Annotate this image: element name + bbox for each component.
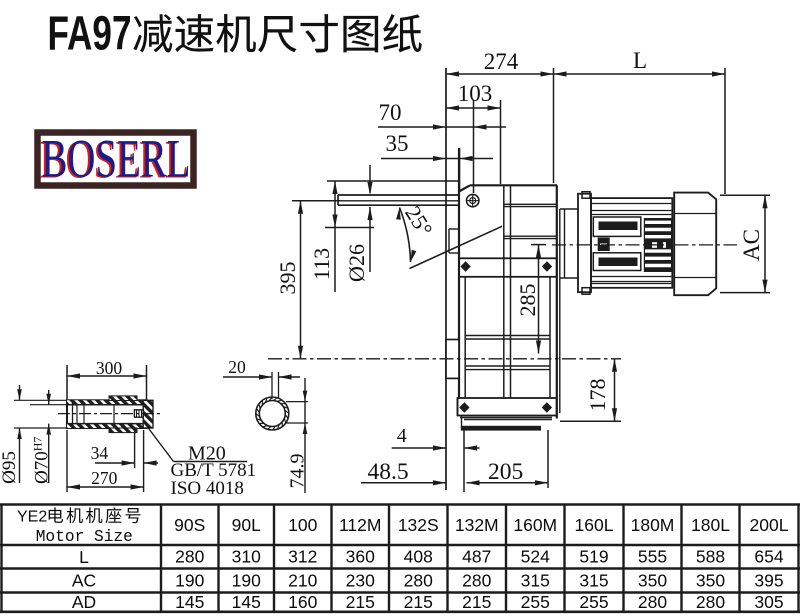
svg-text:AD: AD: [72, 592, 96, 612]
svg-text:113: 113: [309, 248, 334, 280]
svg-text:215: 215: [346, 592, 375, 612]
svg-text:103: 103: [458, 81, 493, 106]
svg-text:215: 215: [404, 592, 433, 612]
svg-text:350: 350: [696, 571, 725, 591]
svg-text:190: 190: [232, 571, 261, 591]
svg-text:270: 270: [91, 468, 118, 488]
svg-text:132S: 132S: [398, 515, 439, 535]
svg-text:FA97: FA97: [48, 8, 132, 61]
svg-text:180M: 180M: [631, 515, 675, 535]
svg-text:190: 190: [175, 571, 204, 591]
svg-text:205: 205: [488, 459, 523, 485]
svg-text:145: 145: [232, 592, 261, 612]
svg-text:255: 255: [521, 592, 550, 612]
svg-text:YE2: YE2: [17, 509, 47, 526]
svg-text:285: 285: [515, 284, 540, 317]
svg-text:408: 408: [404, 547, 433, 567]
svg-text:395: 395: [754, 571, 783, 591]
svg-text:280: 280: [696, 592, 725, 612]
svg-text:35: 35: [386, 131, 409, 156]
svg-text:Ø26: Ø26: [344, 244, 369, 282]
svg-text:487: 487: [462, 547, 491, 567]
svg-text:350: 350: [638, 571, 667, 591]
svg-text:519: 519: [579, 547, 608, 567]
svg-text:395: 395: [275, 262, 300, 295]
svg-text:315: 315: [521, 571, 550, 591]
svg-text:200L: 200L: [750, 515, 789, 535]
svg-text:360: 360: [346, 547, 375, 567]
svg-text:230: 230: [346, 571, 375, 591]
svg-text:312: 312: [288, 547, 317, 567]
svg-text:524: 524: [521, 547, 550, 567]
svg-text:GB/T 5781: GB/T 5781: [171, 460, 257, 481]
svg-text:255: 255: [579, 592, 608, 612]
svg-text:280: 280: [462, 571, 491, 591]
svg-text:280: 280: [175, 547, 204, 567]
svg-text:280: 280: [404, 571, 433, 591]
svg-text:74.9: 74.9: [287, 454, 309, 489]
svg-text:90L: 90L: [232, 515, 261, 535]
svg-text:ISO 4018: ISO 4018: [171, 478, 244, 499]
svg-text:274: 274: [484, 49, 519, 74]
svg-text:300: 300: [96, 358, 123, 378]
svg-text:588: 588: [696, 547, 725, 567]
svg-text:180L: 180L: [691, 515, 730, 535]
svg-text:20: 20: [228, 357, 246, 377]
svg-text:Motor Size: Motor Size: [36, 528, 133, 546]
svg-text:112M: 112M: [339, 515, 381, 535]
svg-text:AC: AC: [72, 571, 96, 591]
svg-text:L: L: [79, 547, 89, 567]
svg-text:AC: AC: [739, 229, 764, 261]
svg-text:160L: 160L: [575, 515, 614, 535]
svg-text:4: 4: [397, 425, 407, 447]
svg-text:654: 654: [754, 547, 783, 567]
svg-text:BOSERL: BOSERL: [42, 129, 191, 189]
svg-text:210: 210: [288, 571, 317, 591]
svg-text:160M: 160M: [513, 515, 557, 535]
svg-text:310: 310: [232, 547, 261, 567]
svg-text:305: 305: [754, 592, 783, 612]
svg-text:BOSERL: BOSERL: [40, 130, 189, 190]
svg-text:90S: 90S: [174, 515, 205, 535]
svg-text:L: L: [633, 48, 647, 73]
svg-text:48.5: 48.5: [367, 459, 408, 485]
svg-text:132M: 132M: [455, 515, 499, 535]
svg-text:M20: M20: [188, 443, 226, 465]
svg-text:178: 178: [585, 379, 610, 412]
svg-text:160: 160: [288, 592, 317, 612]
svg-text:70: 70: [379, 100, 402, 125]
svg-text:215: 215: [462, 592, 491, 612]
svg-text:Ø95: Ø95: [0, 451, 20, 484]
svg-text:315: 315: [579, 571, 608, 591]
svg-text:34: 34: [91, 443, 109, 463]
svg-text:100: 100: [288, 515, 317, 535]
svg-text:145: 145: [175, 592, 204, 612]
svg-text:555: 555: [638, 547, 667, 567]
svg-text:280: 280: [638, 592, 667, 612]
